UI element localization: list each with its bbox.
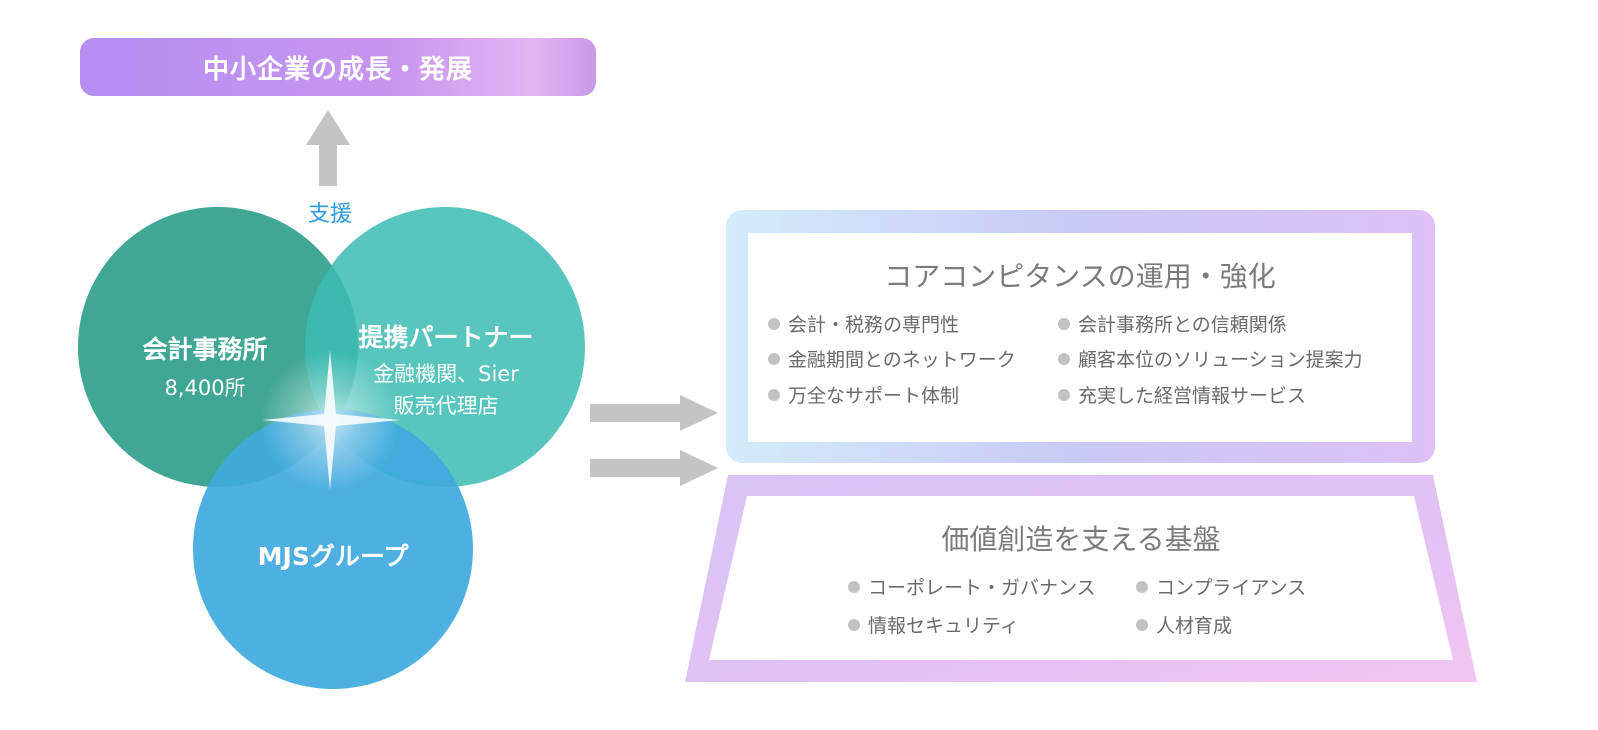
base-title: 価値創造を支える基盤 bbox=[941, 523, 1221, 556]
support-label: 支援 bbox=[307, 202, 352, 227]
goal-banner: 中小企業の成長・発展 bbox=[80, 38, 596, 96]
core-item: 会計・税務の専門性 bbox=[768, 310, 959, 337]
core-item: 万全なサポート体制 bbox=[768, 381, 959, 408]
mjs-label: MJSグループ bbox=[222, 537, 444, 573]
core-item: 顧客本位のソリューション提案力 bbox=[1058, 345, 1363, 372]
bullet-icon bbox=[768, 352, 780, 365]
partners-label: 提携パートナー 金融機関、Sier 販売代理店 bbox=[340, 318, 552, 422]
bullet-icon bbox=[1136, 618, 1148, 631]
bullet-icon bbox=[1136, 580, 1148, 593]
bullet-icon bbox=[1058, 317, 1070, 330]
core-item: 会計事務所との信頼関係 bbox=[1058, 310, 1287, 337]
bullet-icon bbox=[848, 580, 860, 593]
partners-sub1: 金融機関、Sier bbox=[373, 362, 519, 386]
core-title: コアコンピタンスの運用・強化 bbox=[884, 260, 1276, 293]
accounting-title: 会計事務所 bbox=[142, 335, 268, 364]
base-item: 人材育成 bbox=[1136, 611, 1232, 638]
bullet-icon bbox=[768, 388, 780, 401]
base-item: コンプライアンス bbox=[1136, 573, 1306, 600]
accounting-count: 8,400所 bbox=[164, 376, 246, 400]
right-arrow-icon bbox=[590, 450, 718, 486]
core-item: 充実した経営情報サービス bbox=[1058, 381, 1306, 408]
up-arrow-icon bbox=[306, 110, 350, 186]
mjs-title: MJSグループ bbox=[257, 542, 409, 571]
core-panel bbox=[726, 210, 1435, 463]
right-arrow-icon bbox=[590, 395, 718, 431]
sparkle-icon bbox=[260, 350, 400, 490]
bullet-icon bbox=[1058, 388, 1070, 401]
bullet-icon bbox=[1058, 352, 1070, 365]
base-item: 情報セキュリティ bbox=[848, 611, 1019, 638]
base-panel bbox=[685, 475, 1477, 682]
goal-label: 中小企業の成長・発展 bbox=[202, 54, 473, 85]
partners-sub2: 販売代理店 bbox=[393, 394, 499, 418]
core-item: 金融期間とのネットワーク bbox=[768, 345, 1016, 372]
bullet-icon bbox=[768, 317, 780, 330]
partners-title: 提携パートナー bbox=[358, 323, 534, 352]
bullet-icon bbox=[848, 618, 860, 631]
base-item: コーポレート・ガバナンス bbox=[848, 573, 1096, 600]
accounting-label: 会計事務所 8,400所 bbox=[100, 330, 310, 404]
mjs-circle bbox=[193, 409, 473, 689]
